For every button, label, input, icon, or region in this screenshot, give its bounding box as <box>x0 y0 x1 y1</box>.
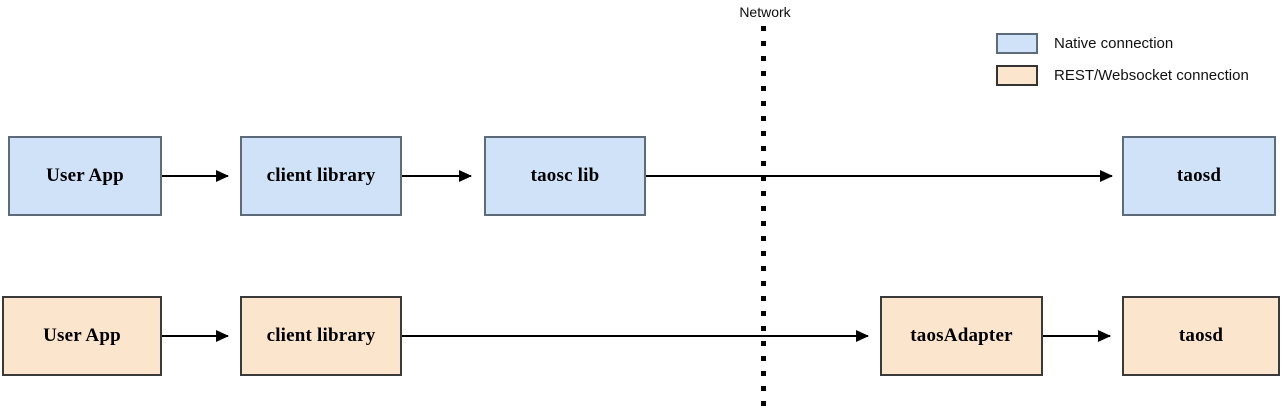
arrow-client-library-to-taosadapter <box>402 330 869 342</box>
legend-label-rest: REST/Websocket connection <box>1054 67 1249 84</box>
legend-swatch-rest-icon <box>996 65 1038 86</box>
legend-swatch-native-icon <box>996 33 1038 54</box>
legend-label-native: Native connection <box>1054 35 1174 52</box>
node-taosadapter: taosAdapter <box>880 296 1043 376</box>
arrow-user-app-to-client-library-native <box>162 170 229 182</box>
arrow-user-app-to-client-library-rest <box>162 330 229 342</box>
arrow-taosc-lib-to-taosd <box>646 170 1113 182</box>
node-taosc-lib: taosc lib <box>484 136 646 216</box>
legend-item-native: Native connection <box>996 33 1173 54</box>
arrow-taosadapter-to-taosd <box>1043 330 1111 342</box>
node-user-app-native: User App <box>8 136 162 216</box>
node-taosd-rest: taosd <box>1122 296 1280 376</box>
node-client-library-rest: client library <box>240 296 402 376</box>
node-taosd-native: taosd <box>1122 136 1276 216</box>
node-client-library-native: client library <box>240 136 402 216</box>
arrow-client-library-to-taosc-lib <box>402 170 472 182</box>
network-boundary-dotted-line <box>761 26 766 409</box>
node-user-app-rest: User App <box>2 296 162 376</box>
legend-item-rest: REST/Websocket connection <box>996 65 1249 86</box>
network-label: Network <box>739 4 791 20</box>
